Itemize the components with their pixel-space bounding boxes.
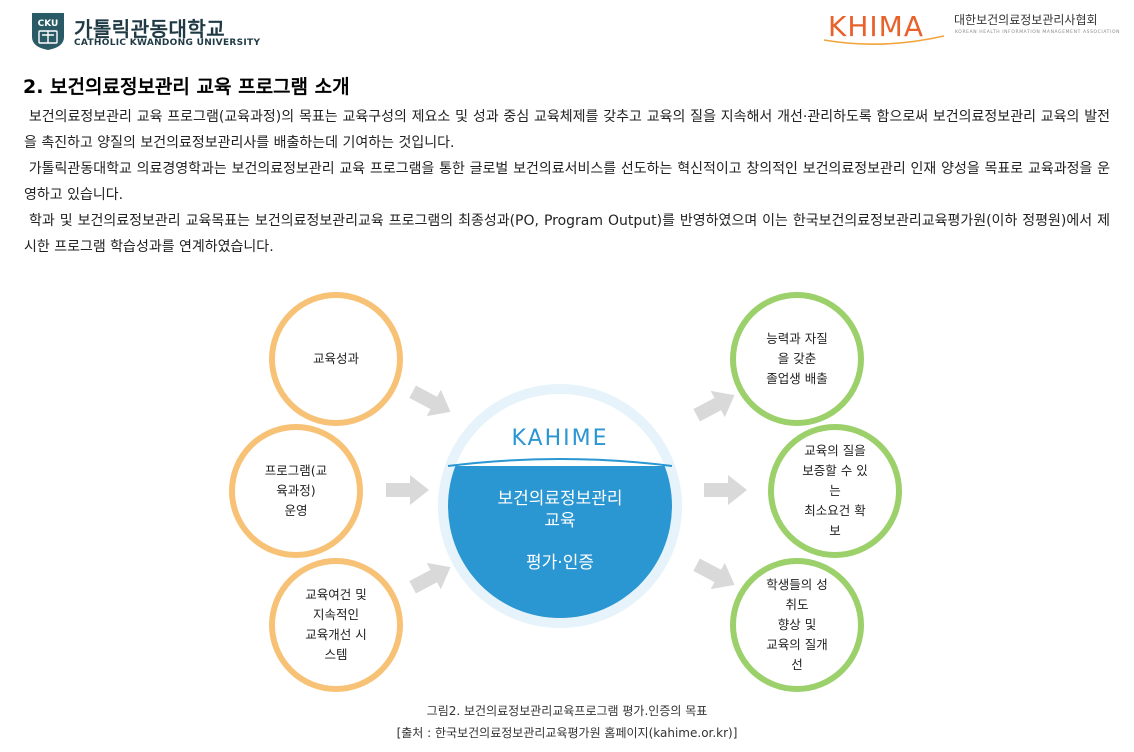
circle-label-line: 프로그램(교육과정) <box>264 463 328 498</box>
khima-wordmark-icon: KHIMA <box>823 10 945 45</box>
center-circle: KAHIME 보건의료정보관리 교육 평가·인증 <box>436 382 684 630</box>
circle-label-line: 운영 <box>284 503 308 518</box>
arrow-right-icon <box>693 558 735 590</box>
arrow-right-icon <box>409 385 451 417</box>
figure-source: [출처 : 한국보건의료정보관리교육평가원 홈페이지(kahime.or.kr)… <box>396 726 738 740</box>
circle-label-line: 졸업생 배출 <box>766 371 828 386</box>
intro-paragraph-1: 보건의료정보관리 교육 프로그램(교육과정)의 목표는 교육구성의 제요소 및 … <box>24 104 1110 156</box>
input-circle-program-operation: 프로그램(교육과정) 운영 <box>229 424 363 558</box>
circle-label-line: 학생들의 성취도 <box>766 577 828 612</box>
intro-paragraph-2: 가톨릭관동대학교 의료경영학과는 보건의료정보관리 교육 프로그램을 통한 글로… <box>24 156 1110 208</box>
university-name-en: CATHOLIC KWANDONG UNIVERSITY <box>74 38 261 48</box>
svg-text:CKU: CKU <box>38 19 59 29</box>
arrow-right-icon <box>704 475 747 505</box>
circle-label: 교육의 질을 보증할 수 있는 최소요건 확보 <box>774 441 896 541</box>
output-circle-quality-assurance: 교육의 질을 보증할 수 있는 최소요건 확보 <box>768 424 902 558</box>
association-name-ko: 대한보건의료정보관리사협회 <box>954 13 1098 27</box>
center-title-line-1: 보건의료정보관리 <box>497 489 623 509</box>
circle-label-line: 능력과 자질을 갖춘 <box>766 331 828 366</box>
center-circle-shape: KAHIME <box>438 384 682 628</box>
section-heading: 2. 보건의료정보관리 교육 프로그램 소개 <box>23 76 350 98</box>
circle-label: 교육성과 <box>285 349 387 369</box>
figure-caption: 그림2. 보건의료정보관리교육프로그램 평가.인증의 목표 <box>426 704 708 718</box>
center-subtitle: 평가·인증 <box>526 553 594 573</box>
university-logo[interactable]: CKU 가톨릭관동대학교 CATHOLIC KWANDONG UNIVERSIT… <box>30 11 270 53</box>
circle-label: 교육여건 및 지속적인 교육개선 시스템 <box>275 585 397 665</box>
circle-label-line: 보증할 수 있는 <box>802 463 868 498</box>
circle-label-line: 교육개선 시스템 <box>305 627 367 662</box>
intro-paragraph-3: 학과 및 보건의료정보관리 교육목표는 보건의료정보관리교육 프로그램의 최종성… <box>24 208 1110 260</box>
output-circle-graduates: 능력과 자질을 갖춘 졸업생 배출 <box>730 292 864 426</box>
input-circle-education-environment: 교육여건 및 지속적인 교육개선 시스템 <box>269 558 403 692</box>
kahime-logo: KAHIME <box>511 426 608 451</box>
evaluation-goal-diagram: 교육성과 프로그램(교육과정) 운영 교육여건 및 지속적인 교육개선 시스템 … <box>0 270 1134 700</box>
svg-text:KHIMA: KHIMA <box>828 10 924 43</box>
input-circle-education-outcomes: 교육성과 <box>269 292 403 426</box>
arrow-right-icon <box>386 475 429 505</box>
arrow-right-icon <box>693 390 735 422</box>
circle-label: 프로그램(교육과정) 운영 <box>235 461 357 521</box>
output-circle-achievement: 학생들의 성취도 향상 및 교육의 질개선 <box>730 558 864 692</box>
association-name-en: KOREAN HEALTH INFORMATION MANAGEMENT ASS… <box>955 30 1121 35</box>
circle-label-line: 향상 및 <box>777 617 817 632</box>
circle-label-line: 교육의 질을 <box>804 443 866 458</box>
university-emblem-icon: CKU <box>32 13 64 50</box>
circle-label-line: 교육의 질개선 <box>766 637 828 672</box>
center-title-line-2: 교육 <box>544 511 576 531</box>
paragraph-text: 가톨릭관동대학교 의료경영학과는 보건의료정보관리 교육 프로그램을 통한 글로… <box>24 161 1111 203</box>
paragraph-text: 학과 및 보건의료정보관리 교육목표는 보건의료정보관리교육 프로그램의 최종성… <box>24 213 1110 255</box>
circle-label-line: 교육여건 및 지속적인 <box>305 587 367 622</box>
circle-label: 학생들의 성취도 향상 및 교육의 질개선 <box>736 575 858 675</box>
circle-label: 능력과 자질을 갖춘 졸업생 배출 <box>736 329 858 389</box>
association-logo[interactable]: KHIMA 대한보건의료정보관리사협회 KOREAN HEALTH INFORM… <box>822 6 1122 48</box>
circle-label-line: 최소요건 확보 <box>804 503 866 538</box>
arrow-right-icon <box>409 562 451 594</box>
university-name-ko: 가톨릭관동대학교 <box>74 17 226 41</box>
paragraph-text: 보건의료정보관리 교육 프로그램(교육과정)의 목표는 교육구성의 제요소 및 … <box>24 109 1111 151</box>
circle-label-line: 교육성과 <box>312 351 359 366</box>
